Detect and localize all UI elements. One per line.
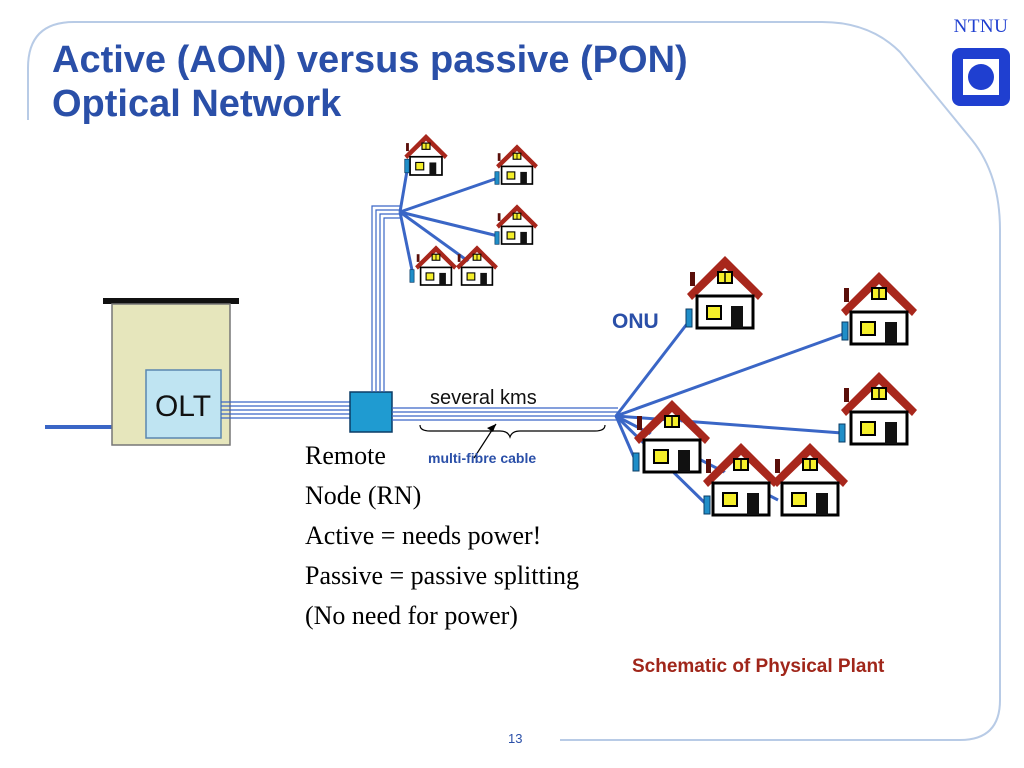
house-right-6 [770,441,850,517]
ntnu-brand: NTNU [950,16,1012,113]
house-right-5 [701,441,781,517]
onu-upper-2 [494,171,500,185]
onu-right-5 [703,495,711,515]
house-right-2 [839,270,919,346]
note-line: Node (RN) [305,481,422,510]
brand-name: NTNU [953,16,1009,37]
olt-label: OLT [155,390,211,423]
distance-brace [419,424,606,439]
distance-label: several kms [430,387,537,409]
onu-upper-1 [404,158,410,174]
slide-title: Active (AON) versus passive (PON) Optica… [52,38,688,126]
ntnu-logo-icon [952,48,1010,106]
remote-node-box [349,391,393,433]
note-line: Active = needs power! [305,521,542,550]
cable-pointer-head [487,424,496,432]
onu-right-2 [841,321,849,341]
house-right-3 [839,370,919,446]
note-line: Passive = passive splitting [305,561,579,590]
note-line: (No need for power) [305,601,518,630]
onu-upper-4 [409,269,415,283]
note-line: Remote [305,441,386,470]
onu-label: ONU [612,310,659,333]
house-right-1 [685,254,765,330]
cable-label: multi-fibre cable [428,450,536,466]
onu-upper-3 [494,231,500,245]
house-upper-3 [495,203,539,245]
house-upper-2 [495,143,539,185]
house-upper-4 [414,244,458,286]
page-number: 13 [508,731,523,746]
title-line-1: Active (AON) versus passive (PON) [52,39,688,81]
rn-vertical-bundle [371,205,400,392]
figure-caption: Schematic of Physical Plant [632,656,885,677]
onu-right-3 [838,423,846,443]
olt-rn-bundle [221,401,350,419]
house-right-4 [632,398,712,474]
multi-fibre-cable [392,407,618,421]
onu-right-1 [685,308,693,328]
onu-right-4 [632,452,640,472]
house-upper-1 [403,133,449,176]
house-upper-5 [455,244,499,286]
remote-node-notes: Remote Node (RN) Active = needs power! P… [305,436,579,636]
olt-cabinet [103,298,239,446]
title-line-2: Optical Network [52,83,342,125]
